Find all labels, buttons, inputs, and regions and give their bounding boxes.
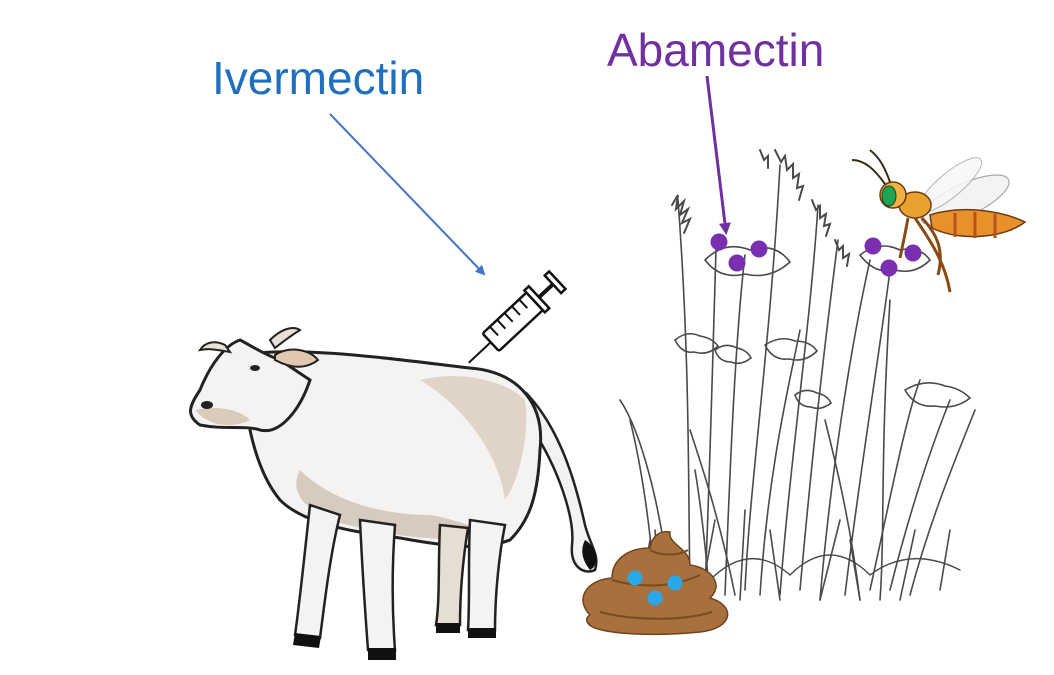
abamectin-label: Abamectin (607, 24, 825, 76)
wasp-illustration (851, 149, 1027, 293)
abamectin-residue-dots (710, 233, 922, 277)
ivermectin-arrow (329, 113, 486, 276)
ivermectin-residue-dots (627, 570, 683, 606)
abamectin-arrow (705, 75, 731, 235)
dung-pile (582, 530, 729, 636)
ivermectin-label: Ivermectin (212, 52, 425, 104)
flowering-plants (619, 149, 976, 601)
syringe-icon (468, 269, 568, 364)
cow-illustration (189, 327, 598, 660)
